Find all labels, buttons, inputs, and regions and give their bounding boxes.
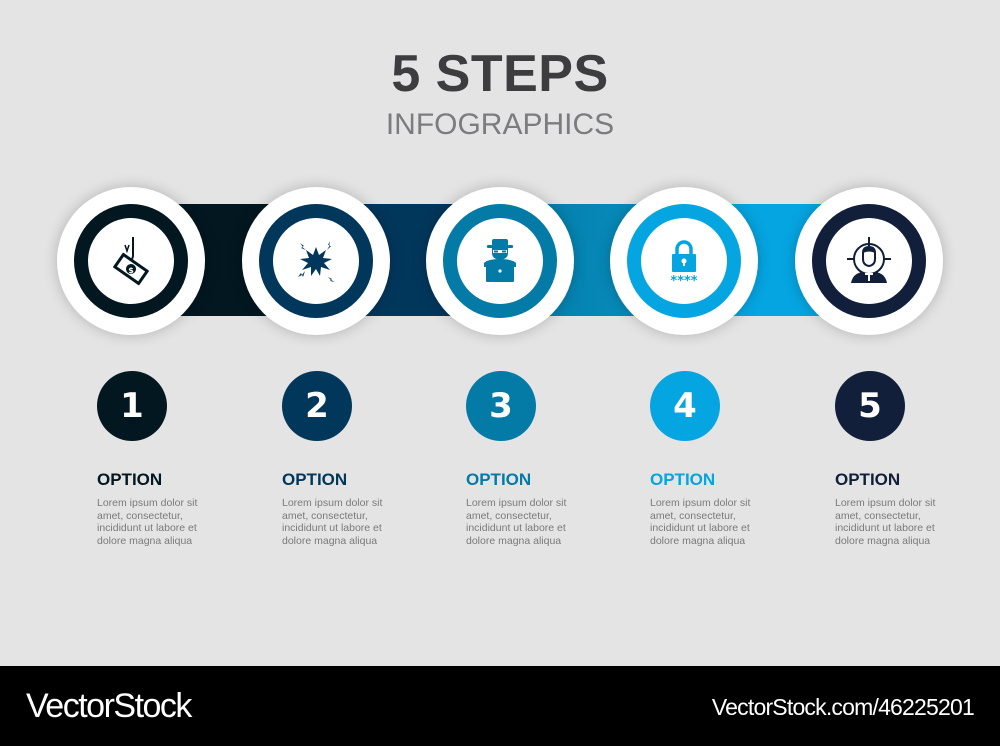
step-1-icon-badge: $ [57,187,205,335]
svg-text:$: $ [128,266,134,275]
padlock-password-icon: **** [670,240,698,289]
step-4-ring: **** [627,204,741,318]
step-2-ring [259,204,373,318]
step-5-description: Lorem ipsum dolor sit amet, consectetur,… [835,497,936,547]
step-4-number: 4 [650,371,720,441]
step-5-icon-badge [795,187,943,335]
step-3-icon-badge [426,187,574,335]
step-2-icon-badge [242,187,390,335]
page-title: 5 STEPS [391,45,609,103]
step-1-title: OPTION [97,470,163,489]
watermark-footer: VectorStock VectorStock.com/46225201 [0,666,1000,746]
step-3-number: 3 [466,371,536,441]
page-subtitle: INFOGRAPHICS [385,108,615,141]
phishing-money-hook-icon: $ [113,237,149,286]
step-1-number: 1 [97,371,167,441]
svg-text:****: **** [670,274,697,289]
image-reference: VectorStock.com/46225201 [711,694,975,720]
step-4-description: Lorem ipsum dolor sit amet, consectetur,… [650,497,751,547]
hacker-laptop-icon [484,239,516,282]
step-2-number: 2 [282,371,352,441]
step-5-ring [812,204,926,318]
step-4-title: OPTION [650,470,716,489]
step-2-title: OPTION [282,470,348,489]
step-4-icon-badge: **** [610,187,758,335]
brand-logo: VectorStock [26,687,192,725]
step-1-description: Lorem ipsum dolor sit amet, consectetur,… [97,497,198,547]
step-1-ring: $ [74,204,188,318]
step-2-description: Lorem ipsum dolor sit amet, consectetur,… [282,497,383,547]
step-3-description: Lorem ipsum dolor sit amet, consectetur,… [466,497,567,547]
step-5-number: 5 [835,371,905,441]
step-5-title: OPTION [835,470,901,489]
step-3-ring [443,204,557,318]
step-3-title: OPTION [466,470,532,489]
explosion-burst-icon [298,241,335,282]
target-person-crosshair-icon [847,237,891,283]
